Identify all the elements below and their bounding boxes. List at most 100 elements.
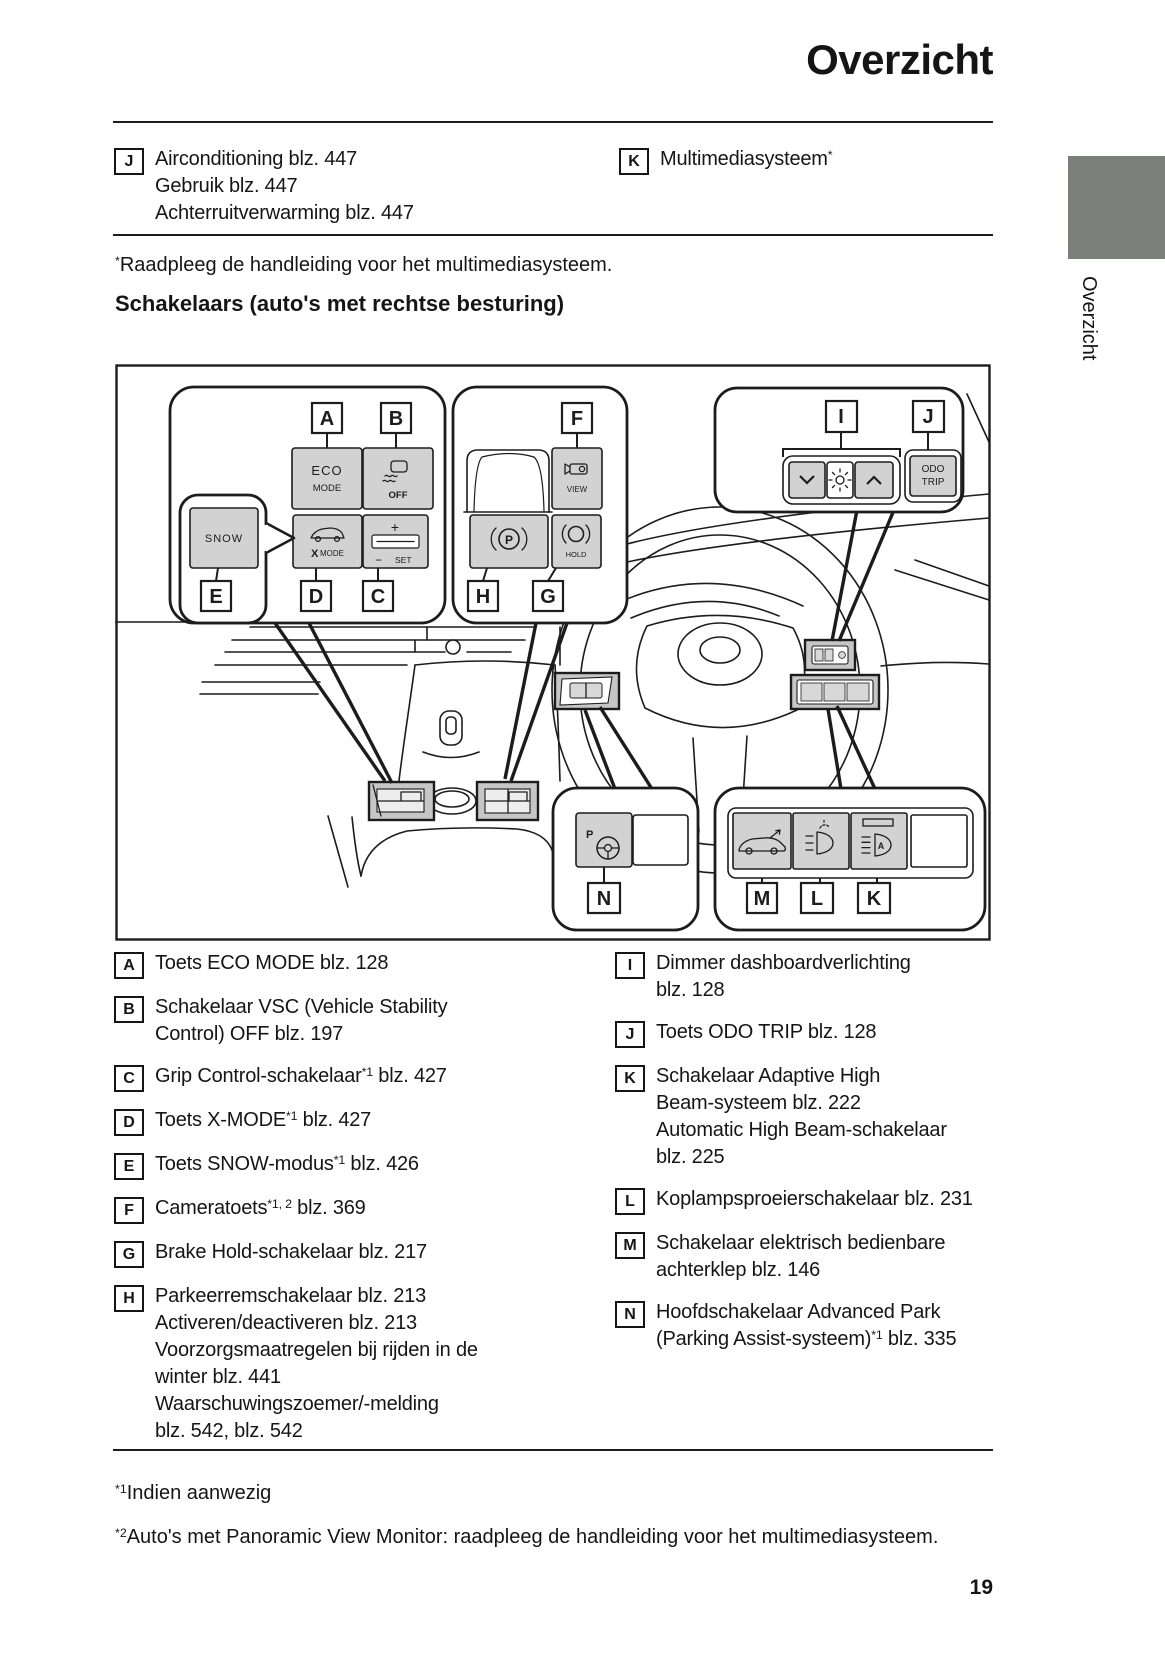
parking-brake-button	[469, 514, 549, 569]
svg-text:F: F	[571, 408, 583, 430]
blank-button-2	[910, 814, 968, 868]
svg-text:I: I	[838, 406, 844, 428]
svg-text:TRIP: TRIP	[922, 477, 945, 488]
auto-high-beam-button	[850, 812, 908, 870]
legend-key-g: G	[114, 1241, 144, 1268]
svg-text:MODE: MODE	[320, 549, 344, 558]
page-title: Overzicht	[806, 36, 993, 83]
legend-item-j: J Toets ODO TRIP blz. 128	[615, 1019, 995, 1048]
footnote-2: *2Auto's met Panoramic View Monitor: raa…	[115, 1526, 939, 1548]
legend-text: Grip Control-schakelaar*1 blz. 427	[155, 1065, 447, 1087]
svg-text:−: −	[375, 553, 382, 567]
park-assist-icon: P	[586, 829, 620, 860]
dash-knob	[445, 639, 461, 655]
gear-shifter	[439, 710, 463, 746]
rule-mid	[113, 234, 993, 236]
dimmer-up-button	[854, 461, 894, 499]
legend-text: Koplampsproeierschakelaar blz. 231	[656, 1188, 973, 1210]
label-j	[911, 399, 946, 434]
label-d	[299, 579, 333, 613]
svg-text:X: X	[311, 548, 319, 560]
legend-text: Toets ECO MODE blz. 128	[155, 952, 389, 974]
legend-key-d: D	[114, 1109, 144, 1136]
legend-key-i: I	[615, 952, 645, 979]
dimmer-mid-button	[826, 461, 854, 499]
advanced-park-switch	[553, 671, 621, 711]
legend-key-a: A	[114, 952, 144, 979]
camera-icon	[564, 463, 588, 475]
parking-brake-icon: P	[490, 527, 528, 551]
svg-text:J: J	[922, 406, 933, 428]
rule-bottom	[113, 1449, 993, 1451]
label-k	[856, 881, 892, 915]
svg-text:N: N	[597, 888, 611, 910]
svg-text:M: M	[754, 888, 771, 910]
legend-text: Brake Hold-schakelaar blz. 217	[155, 1241, 427, 1263]
legend-text: Toets SNOW-modus*1 blz. 426	[155, 1153, 419, 1175]
legend-item-f: F Cameratoets*1, 2 blz. 369	[114, 1195, 576, 1224]
svg-text:A: A	[878, 841, 885, 851]
odo-trip-button	[909, 455, 957, 497]
svg-text:G: G	[540, 586, 556, 608]
svg-text:ECO: ECO	[311, 463, 342, 478]
svg-text:B: B	[389, 408, 403, 430]
legend-text: Hoofdschakelaar Advanced Park(Parking As…	[656, 1301, 957, 1350]
svg-text:MODE: MODE	[313, 483, 342, 494]
legend-key-j: J	[114, 148, 144, 175]
svg-text:ODO: ODO	[922, 464, 945, 475]
legend-key-j: J	[615, 1021, 645, 1048]
legend-key-b: B	[114, 996, 144, 1023]
vsc-off-button	[362, 447, 434, 510]
console-switch-left	[367, 780, 436, 822]
legend-key-f: F	[114, 1197, 144, 1224]
blank-button	[632, 814, 689, 866]
diagram-svg: ECO MODE OFF X MODE + − SET A	[114, 364, 991, 941]
eco-mode-button	[291, 447, 363, 510]
label-m	[745, 881, 779, 915]
label-h	[466, 579, 500, 613]
label-a	[310, 401, 344, 435]
legend-key-k: K	[619, 148, 649, 175]
dimmer-icon	[828, 468, 852, 492]
footnote-1: *1Indien aanwezig	[115, 1482, 272, 1504]
svg-text:+: +	[391, 519, 399, 535]
chapter-tab	[1068, 156, 1165, 259]
label-n	[586, 881, 622, 915]
legend-text: Toets ODO TRIP blz. 128	[656, 1021, 877, 1043]
leader-lines	[273, 509, 896, 790]
svg-text:VIEW: VIEW	[567, 485, 588, 494]
legend-item-a: A Toets ECO MODE blz. 128	[114, 950, 576, 979]
label-e	[199, 579, 233, 613]
power-tailgate-button	[732, 812, 792, 870]
rule-top	[113, 121, 993, 123]
chevron-down-icon	[799, 475, 815, 485]
x-mode-icon	[310, 527, 345, 543]
callout-box-right: ODO TRIP I J	[713, 386, 965, 514]
svg-text:A: A	[320, 408, 334, 430]
auto-high-beam-icon	[861, 833, 892, 857]
indicator-bar	[862, 818, 894, 827]
callout-box-n: P N	[551, 786, 700, 932]
legend-text: Cameratoets*1, 2 blz. 369	[155, 1197, 366, 1219]
footnote-multimedia: *Raadpleeg de handleiding voor het multi…	[115, 254, 613, 276]
svg-text:L: L	[811, 888, 823, 910]
snow-mode-button	[189, 507, 259, 569]
x-mode-button	[292, 514, 363, 569]
svg-text:H: H	[476, 586, 490, 608]
